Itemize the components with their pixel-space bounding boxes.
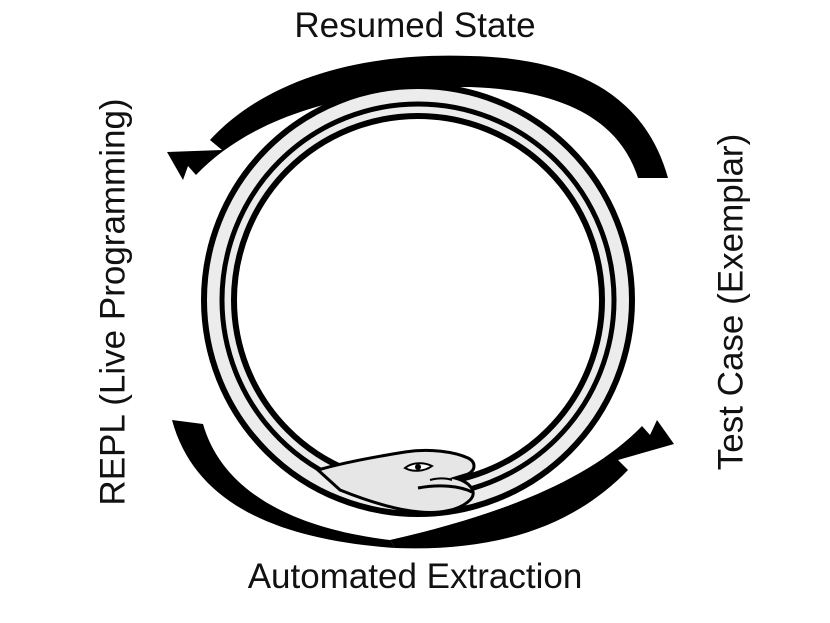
label-automated-extraction: Automated Extraction <box>247 557 583 596</box>
ouroboros-ring <box>201 83 635 517</box>
label-test-case: Test Case (Exemplar) <box>711 133 751 471</box>
label-repl: REPL (Live Programming) <box>93 98 133 506</box>
arrow-top-right <box>470 56 668 178</box>
snake-head <box>315 448 476 514</box>
arrow-bottom-left <box>172 420 395 548</box>
label-resumed-state: Resumed State <box>294 6 536 45</box>
arrow-bottom-right <box>390 420 674 549</box>
snake-eye-icon <box>415 464 421 470</box>
